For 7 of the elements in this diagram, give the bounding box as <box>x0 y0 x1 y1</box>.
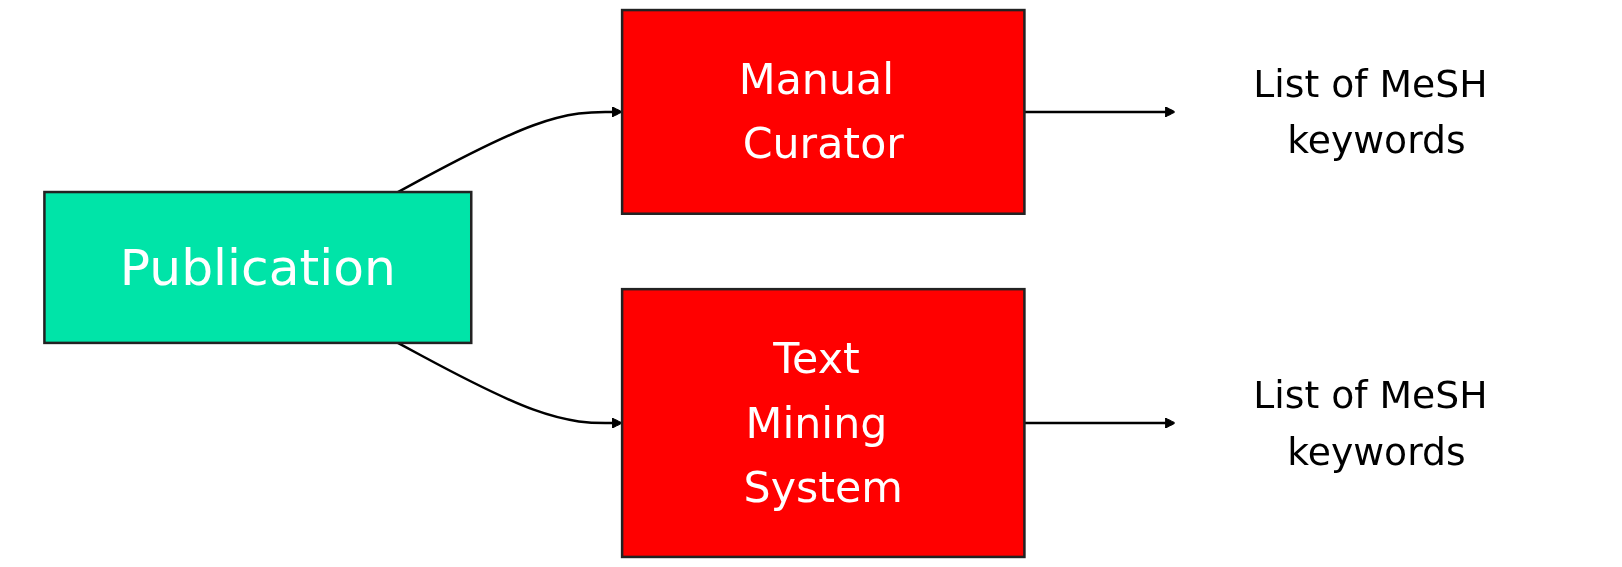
node-box: Text Mining System <box>620 287 1026 559</box>
arrow <box>1024 417 1176 429</box>
node-box: Manual Curator <box>620 8 1026 215</box>
node-box: Publication <box>43 190 473 345</box>
node-text: List of MeSH keywords <box>1253 372 1488 474</box>
arrow <box>1024 106 1176 118</box>
node-text: List of MeSH keywords <box>1253 61 1488 163</box>
